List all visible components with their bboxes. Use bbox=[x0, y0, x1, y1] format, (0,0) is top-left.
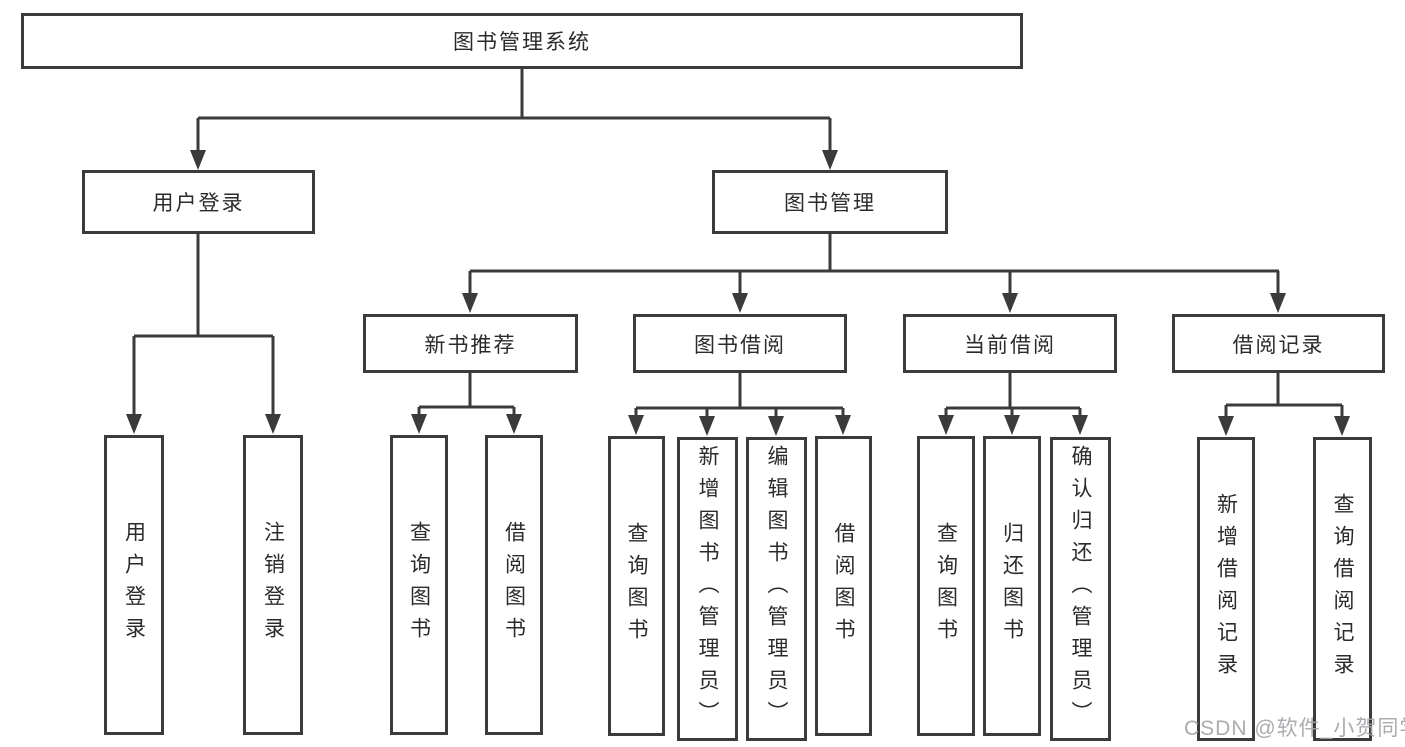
leaf-nbr-borrow-books: 借阅图书 bbox=[485, 435, 543, 735]
tree-edge-lines bbox=[132, 69, 1344, 422]
node-new-book-recommend-label: 新书推荐 bbox=[424, 333, 517, 357]
arrow-down-icon bbox=[732, 293, 748, 313]
arrow-down-icon bbox=[1270, 293, 1286, 313]
leaf-br-add-record-label: 新增借阅记录 bbox=[1214, 493, 1238, 685]
leaf-cb-return-books-label: 归还图书 bbox=[1000, 522, 1024, 650]
leaf-bb-query-books: 查询图书 bbox=[608, 436, 665, 736]
leaf-bb-add-books-admin: 新增图书（管理员） bbox=[677, 437, 738, 741]
leaf-br-query-record: 查询借阅记录 bbox=[1313, 437, 1372, 741]
arrow-down-icon bbox=[462, 293, 478, 313]
arrow-down-icon bbox=[835, 415, 851, 435]
arrow-down-icon bbox=[190, 150, 206, 170]
node-library-management-system: 图书管理系统 bbox=[21, 13, 1023, 69]
arrow-down-icon bbox=[768, 416, 784, 436]
node-user-login-group: 用户登录 bbox=[82, 170, 315, 234]
node-book-management-label: 图书管理 bbox=[784, 192, 876, 215]
arrow-down-icon bbox=[938, 415, 954, 435]
csdn-watermark: CSDN @软件_小贺同学 bbox=[1184, 717, 1405, 740]
node-book-borrowing: 图书借阅 bbox=[633, 314, 847, 373]
node-borrow-records-label: 借阅记录 bbox=[1232, 333, 1325, 357]
leaf-user-login: 用户登录 bbox=[104, 435, 164, 735]
node-book-management: 图书管理 bbox=[712, 170, 948, 234]
arrow-down-icon bbox=[1002, 293, 1018, 313]
leaf-cb-confirm-return-admin: 确认归还（管理员） bbox=[1050, 437, 1111, 741]
leaf-nbr-query-books: 查询图书 bbox=[390, 435, 448, 735]
leaf-logout: 注销登录 bbox=[243, 435, 303, 735]
arrowheads bbox=[126, 150, 1350, 436]
leaf-cb-query-books: 查询图书 bbox=[917, 436, 975, 736]
arrow-down-icon bbox=[822, 150, 838, 170]
arrow-down-icon bbox=[1334, 416, 1350, 436]
leaf-cb-return-books: 归还图书 bbox=[983, 436, 1041, 736]
leaf-bb-edit-books-admin: 编辑图书（管理员） bbox=[746, 437, 807, 741]
arrow-down-icon bbox=[126, 414, 142, 434]
node-current-borrowing: 当前借阅 bbox=[903, 314, 1117, 373]
arrow-down-icon bbox=[1004, 415, 1020, 435]
node-current-borrowing-label: 当前借阅 bbox=[964, 333, 1056, 357]
arrow-down-icon bbox=[628, 415, 644, 435]
leaf-bb-borrow-books-label: 借阅图书 bbox=[832, 522, 856, 650]
leaf-user-login-label: 用户登录 bbox=[122, 521, 146, 649]
leaf-br-add-record: 新增借阅记录 bbox=[1197, 437, 1255, 741]
arrow-down-icon bbox=[411, 414, 427, 434]
leaf-nbr-query-books-label: 查询图书 bbox=[407, 521, 431, 649]
arrow-down-icon bbox=[1218, 416, 1234, 436]
leaf-bb-add-books-admin-label: 新增图书（管理员） bbox=[696, 445, 720, 733]
leaf-bb-query-books-label: 查询图书 bbox=[625, 522, 649, 650]
leaf-logout-label: 注销登录 bbox=[261, 521, 285, 649]
arrow-down-icon bbox=[699, 416, 715, 436]
leaf-nbr-borrow-books-label: 借阅图书 bbox=[502, 521, 526, 649]
leaf-bb-borrow-books: 借阅图书 bbox=[815, 436, 872, 736]
leaf-bb-edit-books-admin-label: 编辑图书（管理员） bbox=[765, 445, 789, 733]
node-library-management-system-label: 图书管理系统 bbox=[453, 31, 591, 54]
arrow-down-icon bbox=[1072, 415, 1088, 435]
node-new-book-recommend: 新书推荐 bbox=[363, 314, 578, 373]
node-user-login-group-label: 用户登录 bbox=[152, 192, 245, 215]
leaf-br-query-record-label: 查询借阅记录 bbox=[1331, 493, 1355, 685]
arrow-down-icon bbox=[506, 414, 522, 434]
node-book-borrowing-label: 图书借阅 bbox=[694, 333, 786, 357]
arrow-down-icon bbox=[265, 414, 281, 434]
leaf-cb-confirm-return-admin-label: 确认归还（管理员） bbox=[1069, 445, 1093, 733]
leaf-cb-query-books-label: 查询图书 bbox=[934, 522, 958, 650]
node-borrow-records: 借阅记录 bbox=[1172, 314, 1385, 373]
